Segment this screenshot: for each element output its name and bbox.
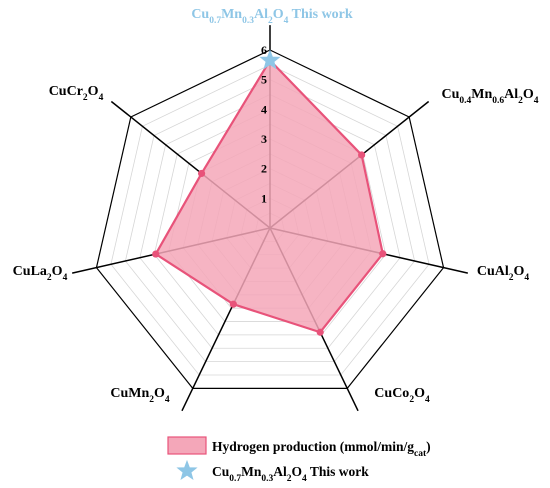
legend-marker-label: Cu0.7Mn0.3Al2O4 This work [212,464,369,484]
category-label: CuCo2O4 [374,386,430,405]
category-label: CuLa2O4 [13,264,68,283]
data-point [358,151,366,159]
r-tick-label: 6 [261,43,267,57]
category-label: CuAl2O4 [477,264,530,283]
r-tick-label: 5 [261,73,267,87]
legend-series-label: Hydrogen production (mmol/min/gcat) [212,439,431,459]
grid-ring [124,79,416,363]
data-point [316,328,324,336]
highlight-marker [259,49,281,70]
data-point [152,250,160,258]
star-marker [259,49,281,70]
category-label: Cu0.4Mn0.6Al2O4 [441,87,538,106]
data-point [197,169,206,178]
category-label: CuCr2O4 [49,84,104,103]
series-polygon [154,59,384,334]
radial-tick-labels: 1 2 3 4 5 6 [261,43,267,205]
legend: Hydrogen production (mmol/min/gcat) Cu0.7… [167,436,431,484]
r-tick-label: 4 [261,102,267,116]
series-area [152,56,387,336]
r-tick-label: 1 [261,191,267,205]
category-label: Cu0.7Mn0.3Al2O4 This work [191,7,353,26]
category-labels: Cu0.7Mn0.3Al2O4 This workCu0.4Mn0.6Al2O4… [13,7,539,405]
data-point [379,250,387,258]
grid-ring [95,49,445,389]
grid-ring [110,64,430,376]
grid-ring [153,108,387,336]
category-label: CuMn2O4 [110,386,170,405]
legend-swatch [167,436,207,455]
r-tick-label: 2 [261,162,267,176]
grid-ring [139,94,401,349]
legend-star-icon [176,459,198,481]
data-point [229,300,237,308]
r-tick-label: 3 [261,132,267,146]
